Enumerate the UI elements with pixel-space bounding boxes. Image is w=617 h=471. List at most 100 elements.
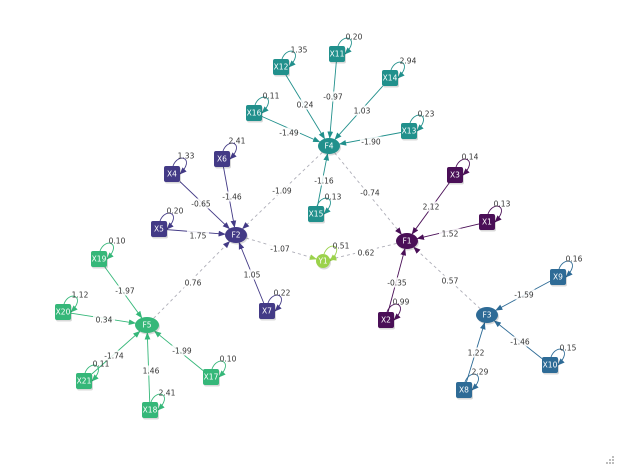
node-x5[interactable]: X5 bbox=[151, 221, 168, 239]
edge-label-x10-f3: -1.46 bbox=[510, 338, 530, 347]
edge-label-bg bbox=[439, 275, 461, 286]
node-f5[interactable]: F5 bbox=[135, 317, 160, 335]
node-x15[interactable]: X15 bbox=[308, 206, 325, 224]
variance-loop-x4 bbox=[172, 157, 187, 175]
observed-box bbox=[329, 46, 345, 62]
resize-grip-icon[interactable] bbox=[603, 453, 615, 465]
node-x7[interactable]: X7 bbox=[259, 303, 276, 321]
edge-label-f4-f1: -0.74 bbox=[360, 189, 380, 198]
node-x19[interactable]: X19 bbox=[91, 251, 108, 269]
variance-label-x5: 0.20 bbox=[167, 207, 184, 216]
node-x20[interactable]: X20 bbox=[55, 304, 72, 322]
variance-loop-x6 bbox=[222, 142, 237, 160]
node-x9[interactable]: X9 bbox=[550, 269, 567, 287]
node-x16[interactable]: X16 bbox=[246, 105, 263, 123]
node-x11[interactable]: X11 bbox=[329, 46, 346, 64]
edge-label-x5-f2: 1.75 bbox=[190, 232, 207, 241]
variance-label-x1: 0.13 bbox=[494, 200, 511, 209]
edge-label-bg bbox=[513, 289, 535, 300]
edge-label-f2-y1: -1.07 bbox=[270, 245, 290, 254]
variance-loop-x21 bbox=[84, 364, 99, 382]
node-f2[interactable]: F2 bbox=[225, 227, 248, 245]
node-label: X3 bbox=[450, 171, 460, 180]
edge-label-bg bbox=[359, 187, 381, 198]
node-f3[interactable]: F3 bbox=[476, 307, 499, 325]
variance-label-x6: 2.41 bbox=[229, 137, 246, 146]
node-label: F2 bbox=[231, 231, 240, 240]
variance-loop-y1 bbox=[323, 245, 337, 262]
edge-label-bg bbox=[355, 247, 377, 258]
variance-loop-x15 bbox=[316, 197, 331, 215]
variance-label-x20: 1.12 bbox=[72, 291, 89, 300]
edge-label-bg bbox=[114, 285, 136, 296]
edge-label-bg bbox=[439, 228, 461, 239]
edge-label-x14-f4: 1.03 bbox=[354, 107, 371, 116]
variance-label-x21: 0.11 bbox=[93, 360, 110, 369]
edge-label-bg bbox=[322, 91, 344, 102]
node-x3[interactable]: X3 bbox=[447, 167, 464, 185]
variance-loop-x18 bbox=[150, 393, 165, 411]
node-x4[interactable]: X4 bbox=[164, 166, 181, 184]
node-x1[interactable]: X1 bbox=[479, 214, 496, 232]
edge-label-x6-f2: -1.46 bbox=[222, 193, 242, 202]
variance-label-x16: 0.11 bbox=[263, 92, 280, 101]
variance-loop-x14 bbox=[390, 61, 405, 79]
variance-loop-x1 bbox=[487, 205, 502, 223]
edge-label-f1-y1: 0.62 bbox=[358, 249, 375, 258]
edge-label-x7-f2: 1.05 bbox=[244, 271, 261, 280]
edge-label-x19-f5: -1.97 bbox=[115, 287, 135, 296]
observed-box bbox=[76, 373, 92, 389]
edge-label-bg bbox=[241, 269, 263, 280]
variance-label-y1: 0.51 bbox=[333, 242, 350, 251]
node-x6[interactable]: X6 bbox=[214, 151, 231, 169]
node-label: X4 bbox=[167, 170, 177, 179]
variance-label-x4: 1.33 bbox=[178, 152, 195, 161]
edge-label-f3-f1: 0.57 bbox=[442, 277, 459, 286]
edge-labels-layer: 0.24-0.971.03-1.49-1.90-1.16-1.46-0.651.… bbox=[93, 91, 535, 376]
node-x17[interactable]: X17 bbox=[203, 369, 220, 387]
observed-box bbox=[246, 105, 262, 121]
variance-loop-x7 bbox=[267, 294, 282, 312]
node-y1[interactable]: Y1 bbox=[316, 254, 331, 270]
latent-ellipse bbox=[318, 138, 340, 154]
observed-box bbox=[479, 214, 495, 230]
variance-loop-x3 bbox=[455, 158, 470, 176]
variance-label-x11: 0.20 bbox=[346, 33, 363, 42]
node-label: X5 bbox=[154, 225, 164, 234]
observed-box bbox=[55, 304, 71, 320]
node-x14[interactable]: X14 bbox=[382, 70, 399, 88]
node-label: X8 bbox=[459, 386, 469, 395]
edge-label-bg bbox=[187, 230, 209, 241]
node-label: X17 bbox=[204, 373, 219, 382]
edge-label-x15-f4: -1.16 bbox=[314, 177, 334, 186]
node-label: X1 bbox=[482, 218, 492, 227]
edge-label-bg bbox=[278, 127, 300, 138]
edge-label-bg bbox=[271, 185, 293, 196]
node-label: X15 bbox=[309, 210, 324, 219]
variance-loop-x5 bbox=[159, 212, 174, 230]
edge-label-bg bbox=[509, 336, 531, 347]
observed-box bbox=[259, 303, 275, 319]
node-x12[interactable]: X12 bbox=[273, 59, 290, 77]
node-x2[interactable]: X2 bbox=[378, 312, 395, 330]
edge-label-bg bbox=[360, 136, 382, 147]
variance-label-x10: 0.15 bbox=[560, 344, 577, 353]
node-f4[interactable]: F4 bbox=[318, 138, 341, 156]
node-x10[interactable]: X10 bbox=[542, 357, 559, 375]
variance-label-x19: 0.10 bbox=[109, 237, 126, 246]
node-label: X10 bbox=[543, 361, 558, 370]
observed-box bbox=[550, 269, 566, 285]
observed-box bbox=[378, 312, 394, 328]
node-x21[interactable]: X21 bbox=[76, 373, 93, 391]
edge-label-bg bbox=[294, 99, 316, 110]
edge-label-x20-f5: 0.34 bbox=[96, 316, 113, 325]
node-x18[interactable]: X18 bbox=[142, 402, 159, 420]
node-x13[interactable]: X13 bbox=[401, 123, 418, 141]
latent-ellipse bbox=[316, 254, 330, 268]
node-f1[interactable]: F1 bbox=[396, 233, 419, 251]
node-label: X12 bbox=[274, 63, 289, 72]
node-label: X21 bbox=[77, 377, 92, 386]
node-x8[interactable]: X8 bbox=[456, 382, 473, 400]
